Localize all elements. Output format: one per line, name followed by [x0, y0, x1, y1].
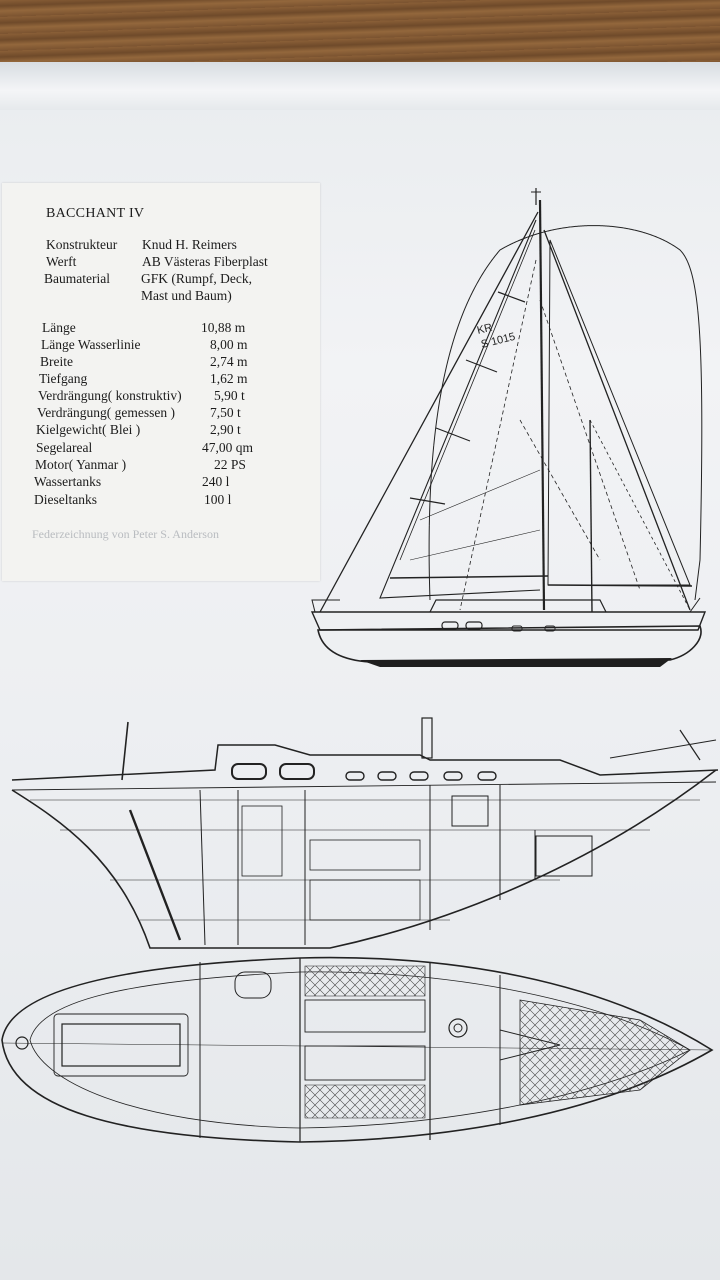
spec-label-laenge: Länge	[42, 320, 76, 335]
spec-label-verdraengung-konstruktiv: Verdrängung( konstruktiv)	[38, 388, 182, 403]
spec-value-motor: 22 PS	[214, 457, 246, 472]
spec-card	[2, 183, 320, 581]
spec-value-tiefgang: 1,62 m	[210, 371, 248, 386]
spec-label-dieseltanks: Dieseltanks	[34, 492, 97, 507]
meta-label-konstrukteur: Konstrukteur	[46, 237, 118, 252]
meta-label-baumaterial: Baumaterial	[44, 271, 110, 286]
profile-section-drawing	[11, 717, 719, 949]
spec-value-dieseltanks: 100 l	[204, 492, 232, 507]
meta-value-konstrukteur: Knud H. Reimers	[142, 237, 237, 252]
paper-fold-edge	[0, 62, 720, 110]
spec-label-kielgewicht: Kielgewicht( Blei )	[36, 422, 141, 437]
spec-value-breite: 2,74 m	[210, 354, 248, 369]
spec-value-laenge: 10,88 m	[201, 320, 246, 335]
meta-value-baumaterial-2: Mast und Baum)	[141, 288, 232, 303]
spec-label-segelareal: Segelareal	[36, 440, 93, 455]
spec-value-wassertanks: 240 l	[202, 474, 230, 489]
spec-value-verdraengung-gemessen: 7,50 t	[210, 405, 241, 420]
spec-value-laenge-wasserlinie: 8,00 m	[210, 337, 248, 352]
meta-label-werft: Werft	[46, 254, 77, 269]
sail-plan-drawing: KR S 1015	[310, 188, 707, 667]
spec-value-verdraengung-konstruktiv: 5,90 t	[214, 388, 245, 403]
spec-label-tiefgang: Tiefgang	[39, 371, 88, 386]
spec-label-verdraengung-gemessen: Verdrängung( gemessen )	[37, 405, 175, 420]
spec-label-motor: Motor( Yanmar )	[35, 457, 127, 472]
plan-view-drawing	[1, 956, 714, 1143]
spec-label-laenge-wasserlinie: Länge Wasserlinie	[41, 337, 141, 352]
drawing-credit: Federzeichnung von Peter S. Anderson	[32, 527, 219, 541]
spec-value-segelareal: 47,00 qm	[202, 440, 254, 455]
sail-number-line-1: KR	[476, 322, 494, 337]
spec-value-kielgewicht: 2,90 t	[210, 422, 241, 437]
spec-label-breite: Breite	[40, 354, 73, 369]
spec-label-wassertanks: Wassertanks	[34, 474, 102, 489]
meta-value-werft: AB Västeras Fiberplast	[142, 254, 268, 269]
boat-name: BACCHANT IV	[46, 206, 145, 221]
meta-value-baumaterial-1: GFK (Rumpf, Deck,	[141, 271, 252, 286]
